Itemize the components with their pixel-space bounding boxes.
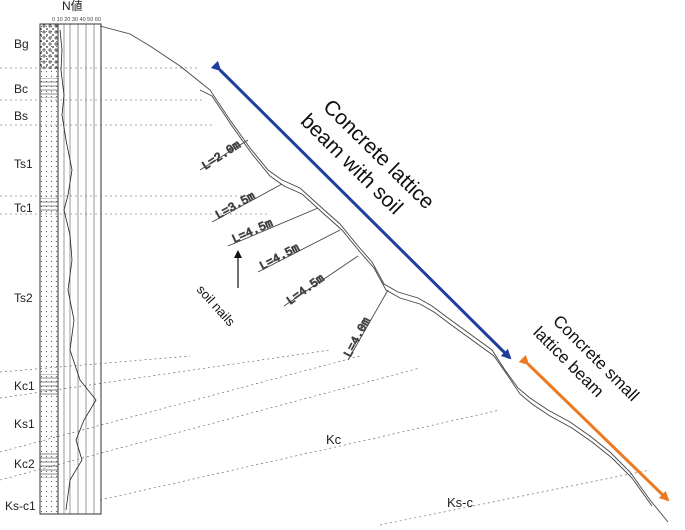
n-value-curve xyxy=(59,29,97,511)
n-value-scale: 0 10 20 30 40 50 60 xyxy=(52,17,101,23)
layer-boundary xyxy=(99,409,501,501)
soil-nail-label: L=2.0m xyxy=(200,138,244,173)
layer-boundary xyxy=(379,469,651,526)
borehole-log: N値 0 10 20 30 40 50 60 xyxy=(39,0,102,515)
soil-nail-label: L=4.0m xyxy=(341,315,374,360)
layer-label-ts1: Ts1 xyxy=(14,157,33,171)
soil-column-clay-tc1 xyxy=(40,198,58,212)
layer-label-ts2: Ts2 xyxy=(14,291,33,305)
lattice-beam-annotation: Concrete lattice beam with soil xyxy=(210,60,512,360)
layer-label-ks-c1: Ks-c1 xyxy=(5,499,36,513)
layer-label-ks1: Ks1 xyxy=(14,417,35,431)
region-label-kc: Kc xyxy=(326,432,342,447)
soil-nails-callout-label: soil nails xyxy=(194,282,239,329)
layer-boundary xyxy=(0,367,421,481)
layer-label-bg: Bg xyxy=(14,37,29,51)
layer-label-bs: Bs xyxy=(14,109,28,123)
soil-nails-callout: soil nails xyxy=(194,250,242,329)
layer-label-kc2: Kc2 xyxy=(14,457,35,471)
region-label-ks-c: Ks-c xyxy=(447,495,474,510)
soil-nail-label: L=3.5m xyxy=(213,189,258,222)
layer-boundary xyxy=(0,355,191,373)
lattice-beam-arrow xyxy=(210,60,512,360)
layer-boundary xyxy=(0,355,361,453)
soil-column-gravel xyxy=(40,24,58,69)
soil-column-clay-kc1 xyxy=(40,374,58,396)
soil-nail-label: L=4.5m xyxy=(230,216,275,246)
layer-label-tc1: Tc1 xyxy=(14,201,33,215)
soil-column-clay-bc xyxy=(40,78,58,98)
soil-column-clay-kc2 xyxy=(40,452,58,478)
layer-boundary xyxy=(0,349,331,399)
ground-surface-lower xyxy=(199,89,653,507)
soil-nail-label: L=4.5m xyxy=(284,272,327,309)
n-value-header: N値 xyxy=(62,0,83,13)
layer-label-kc1: Kc1 xyxy=(14,379,35,393)
soil-nail-label: L=4.5m xyxy=(257,241,302,274)
slope-profile xyxy=(99,25,669,523)
small-lattice-beam-arrow xyxy=(518,354,670,502)
small-lattice-beam-annotation: Concrete small lattice beam xyxy=(518,311,670,502)
layer-label-bc: Bc xyxy=(14,82,28,96)
ground-surface xyxy=(99,25,669,523)
